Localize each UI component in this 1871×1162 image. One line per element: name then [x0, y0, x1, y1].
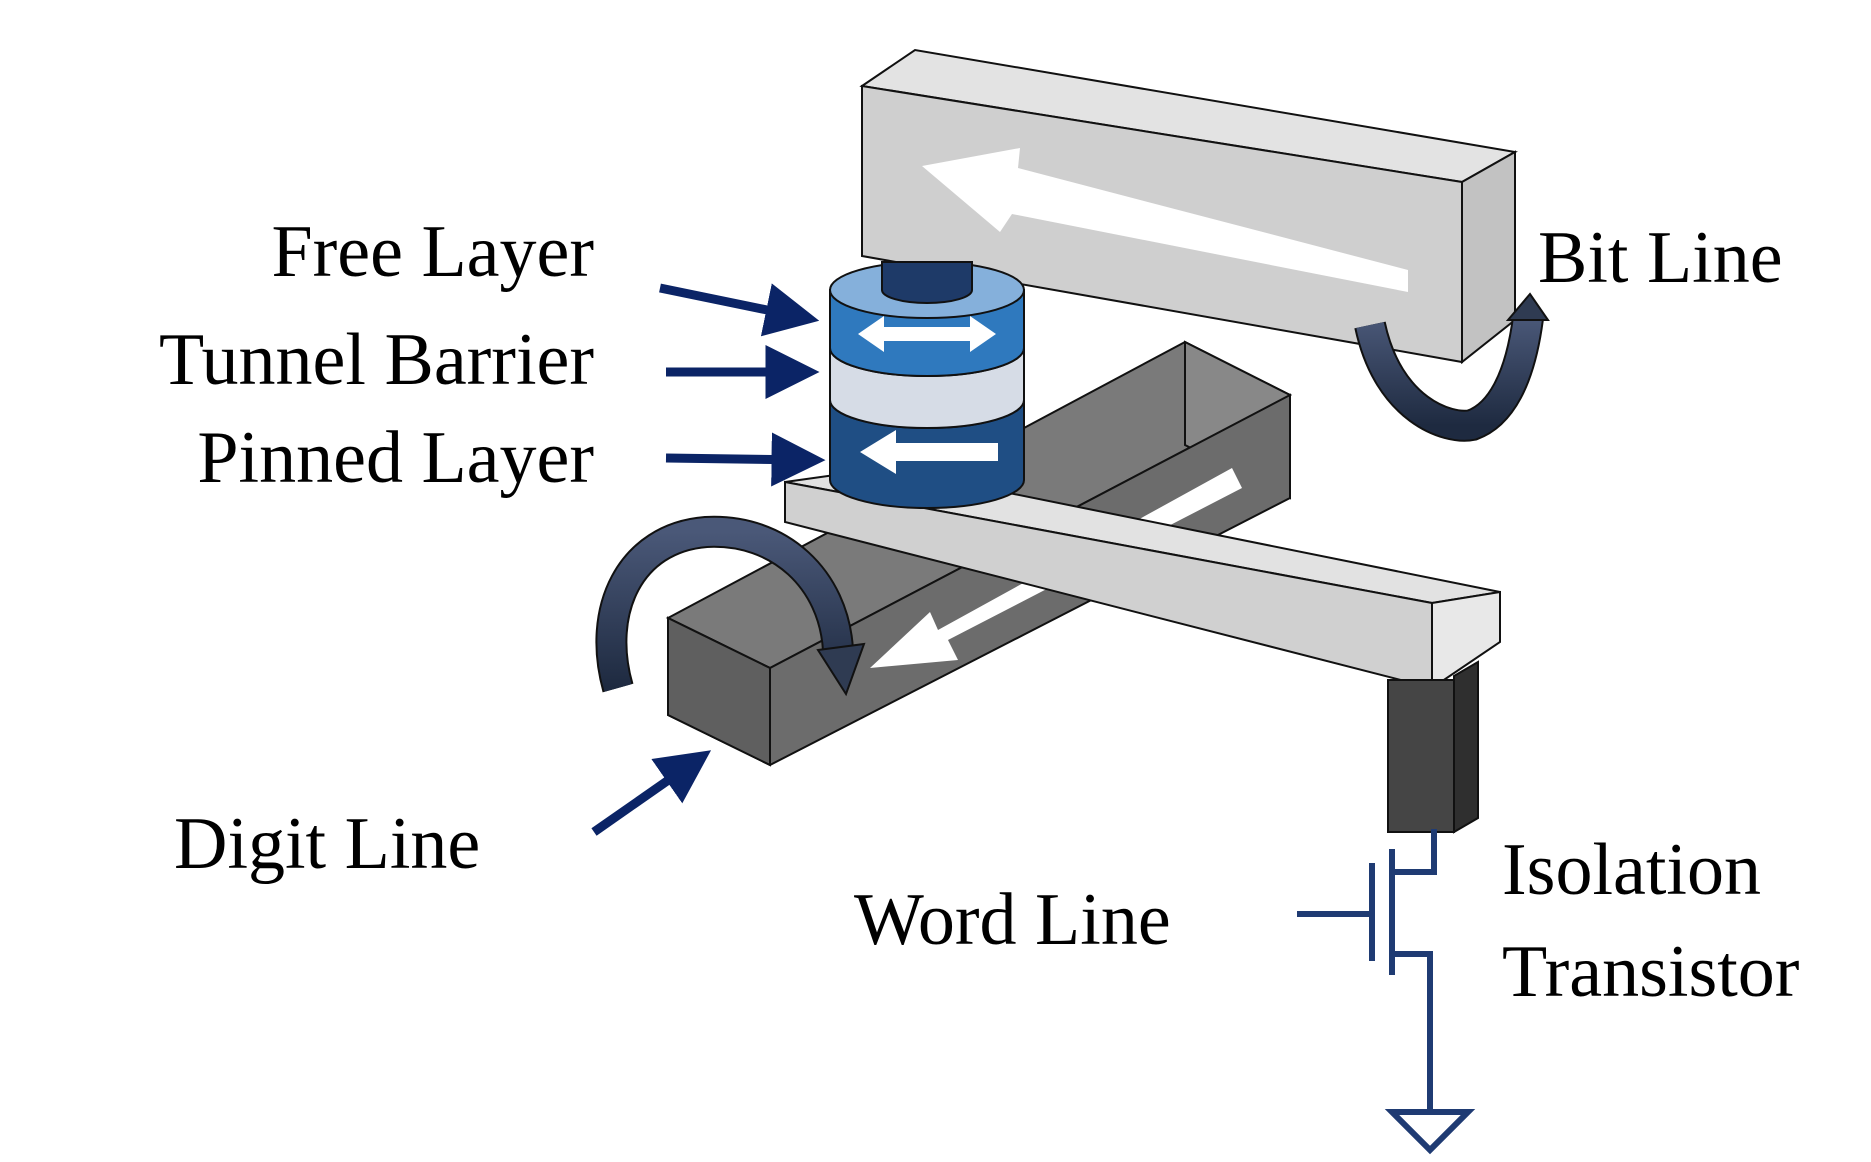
bit-line-bar [859, 48, 1518, 365]
pinned-layer-pointer-arrow [665, 432, 826, 487]
pinned-layer-label: Pinned Layer [197, 417, 594, 499]
source-wire [1389, 951, 1433, 1115]
digit-line-end-face [667, 616, 771, 767]
pinned-layer-magnetization-arrow [860, 430, 998, 474]
free-layer-pointer-arrow [659, 283, 820, 337]
via [1387, 660, 1479, 834]
isolation-transistor-symbol [1297, 829, 1476, 1155]
tunnel-barrier-label: Tunnel Barrier [159, 319, 594, 401]
digit-line-label: Digit Line [174, 803, 480, 885]
digit-line-pointer-arrow [591, 750, 712, 836]
transistor-label: Transistor [1502, 931, 1799, 1013]
bottom-electrode-side-face [1431, 590, 1501, 690]
ground-symbol [1384, 1109, 1476, 1155]
mtj-stack [829, 261, 1025, 509]
top-contact [881, 261, 973, 304]
digit-line-field-arrow [595, 515, 866, 697]
bit-line-side-face [1461, 150, 1516, 365]
drain-wire [1389, 829, 1437, 875]
bit-line-label: Bit Line [1538, 217, 1783, 299]
free-layer-label: Free Layer [271, 211, 594, 293]
via-side-face [1453, 660, 1479, 834]
via-front-face [1387, 679, 1455, 833]
word-line-label: Word Line [854, 879, 1171, 961]
bit-line-field-arrow [1354, 292, 1550, 442]
bit-line-current-arrow [922, 148, 1408, 292]
isolation-label: Isolation [1502, 829, 1761, 911]
free-layer-magnetization-arrow [858, 316, 996, 352]
